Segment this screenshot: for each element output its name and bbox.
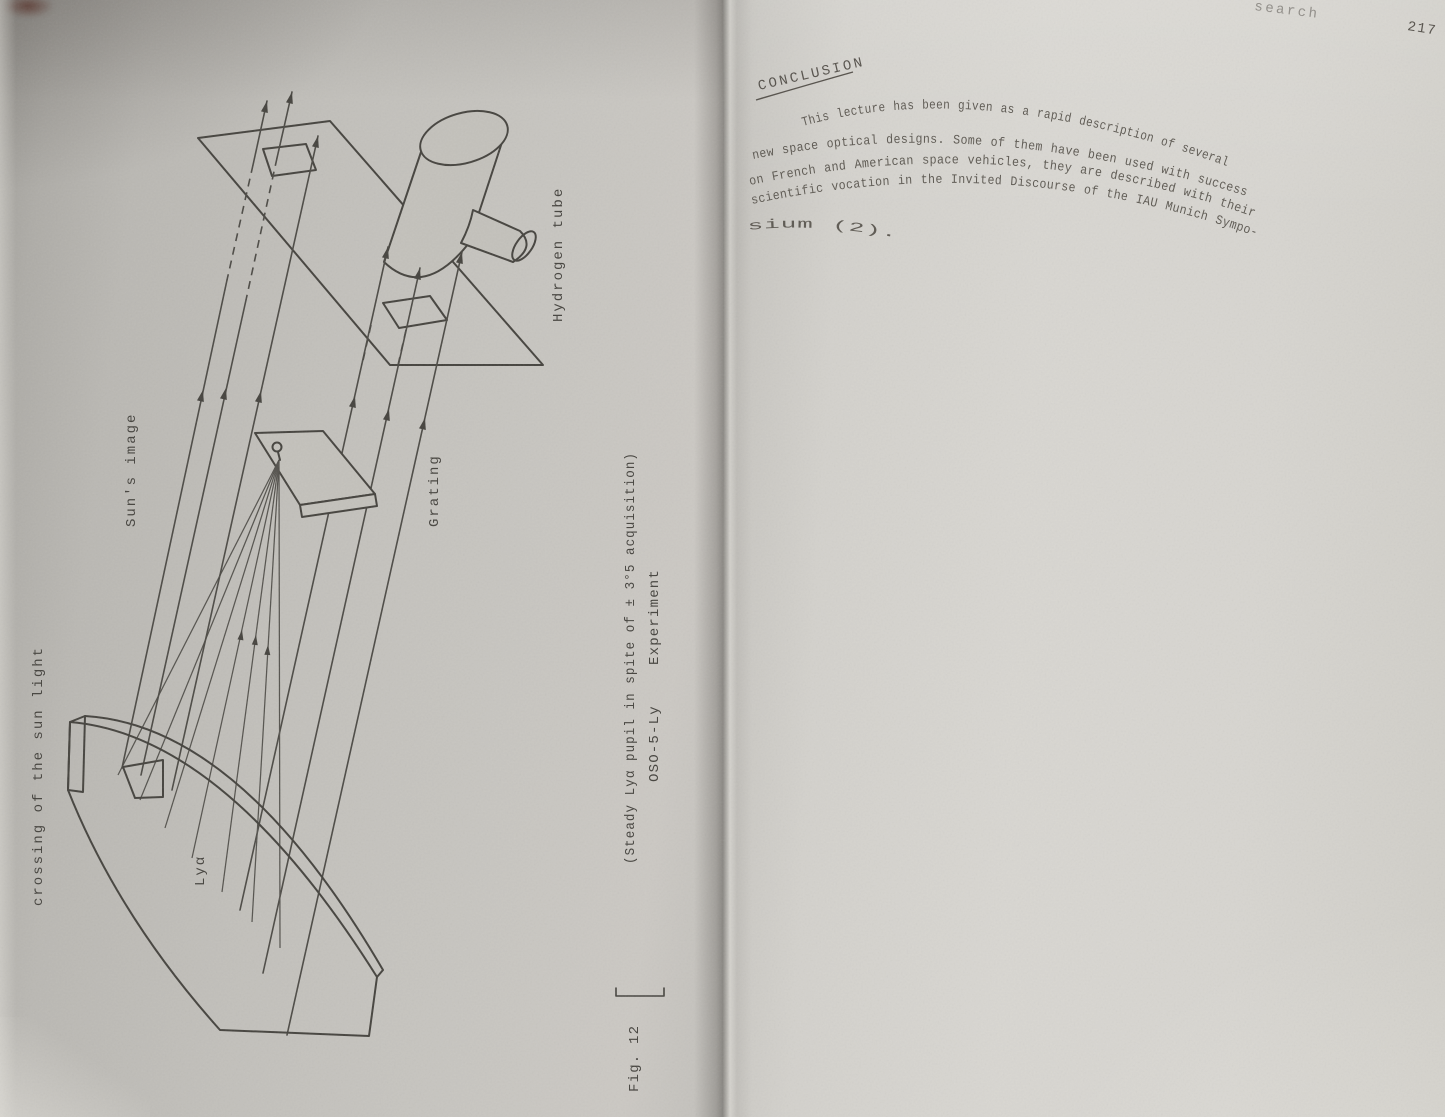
caption-bracket bbox=[615, 987, 665, 997]
figure-caption: Fig. 12 OSO-5-Ly Experiment (Steady Lyα … bbox=[615, 452, 665, 1092]
paragraph-line: sium (2). bbox=[747, 216, 899, 241]
right-page: search 217 CONCLUSION This lecture has b… bbox=[723, 0, 1445, 1117]
caption-subtitle: (Steady Lyα pupil in spite of ± 3°5 acqu… bbox=[623, 452, 639, 864]
label-lya: Lyα bbox=[193, 855, 209, 886]
page-corner-highlight bbox=[0, 1017, 150, 1117]
running-header: search bbox=[1253, 0, 1320, 23]
label-crossing-light: crossing of the sun light bbox=[31, 646, 47, 906]
caption-fig-number: Fig. 12 bbox=[627, 1025, 643, 1092]
lya-mirror bbox=[67, 715, 384, 1037]
hidden-ray-segments bbox=[226, 157, 407, 366]
left-page: crossing of the sun light Sun's image Gr… bbox=[0, 0, 723, 1117]
page-edge-highlight bbox=[0, 0, 16, 1117]
caption-title-1: OSO-5-Ly bbox=[647, 705, 663, 782]
aperture-right bbox=[382, 295, 448, 329]
section-heading: CONCLUSION bbox=[757, 55, 867, 95]
label-suns-image: Sun's image bbox=[124, 413, 140, 527]
label-grating: Grating bbox=[427, 454, 443, 527]
aperture-left bbox=[262, 143, 317, 177]
page-number: 217 bbox=[1406, 19, 1438, 39]
figure-12-diagram: crossing of the sun light Sun's image Gr… bbox=[31, 91, 665, 1092]
right-page-text: search 217 CONCLUSION This lecture has b… bbox=[747, 0, 1438, 242]
side-tube bbox=[460, 209, 537, 263]
label-hydrogen-tube: Hydrogen tube bbox=[551, 187, 567, 322]
hydrogen-tube-cylinder bbox=[383, 109, 537, 279]
caption-title-2: Experiment bbox=[647, 569, 663, 665]
